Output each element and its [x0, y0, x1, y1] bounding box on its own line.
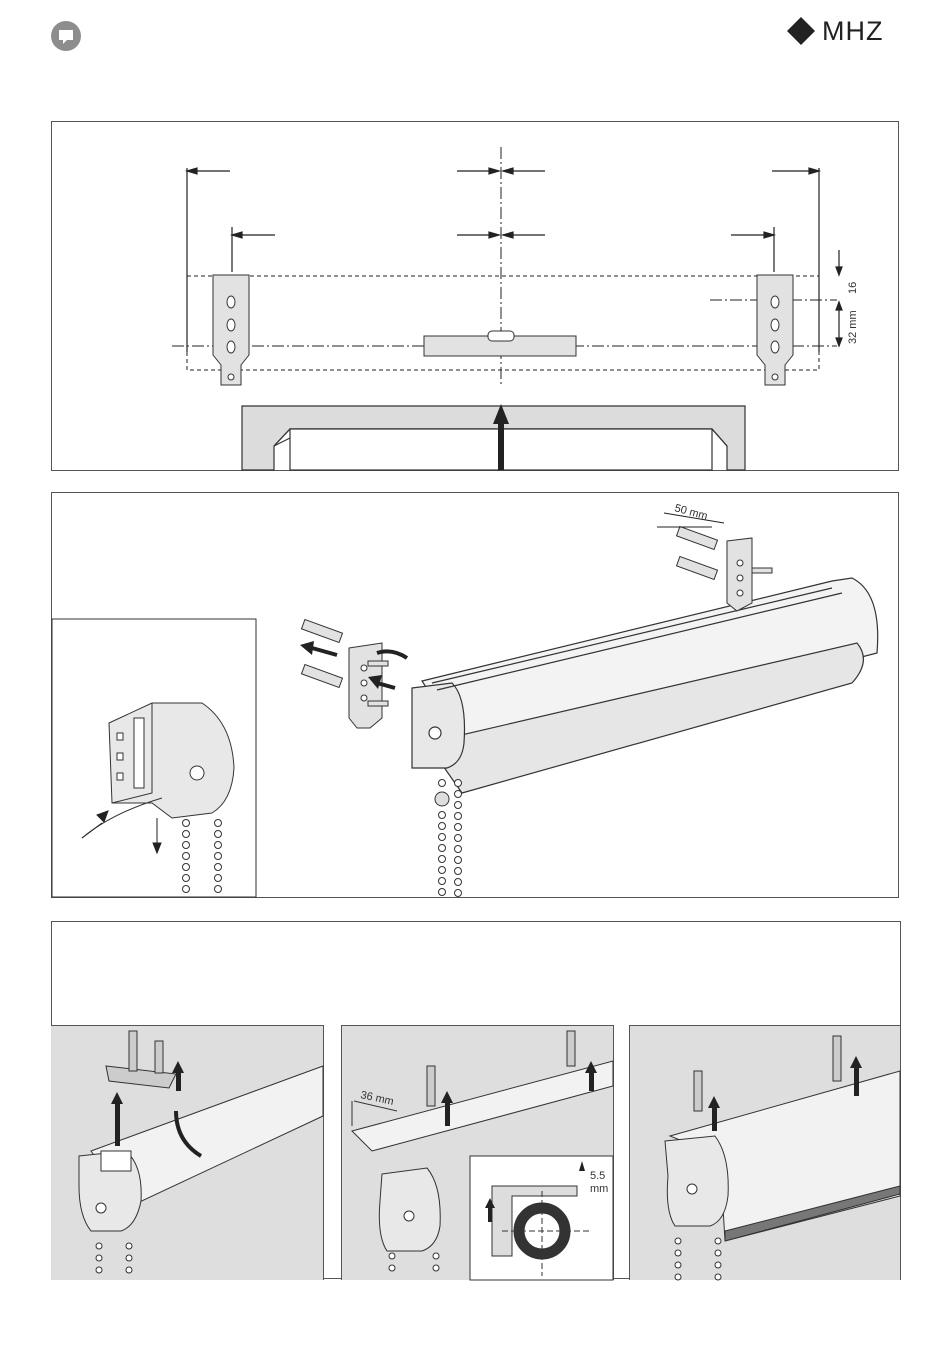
brand-name: MHZ [822, 14, 883, 48]
step3-panel-b: 36 mm 5.5 mm [341, 1025, 614, 1280]
step3-panel-c [629, 1025, 901, 1280]
roller-blind-installation-diagram: 50 mm [52, 493, 898, 897]
left-bracket [213, 275, 249, 385]
dim-spacing-label: 32 mm [847, 310, 859, 344]
step2-panel: 50 mm [51, 492, 899, 898]
spirit-level [424, 331, 576, 356]
bracket-spacing-diagram: 16 32 mm [52, 122, 898, 470]
panel-b-spacing-label: 36 mm [359, 1089, 394, 1108]
panel-b-inset-dim-value: 5.5 [590, 1170, 605, 1182]
step3-panel-a [51, 1025, 324, 1280]
screw-spacing-label: 50 mm [673, 502, 709, 522]
dim-offset-label: 16 [847, 282, 859, 294]
step1-panel: 16 32 mm [51, 121, 899, 471]
right-bracket [757, 275, 793, 385]
panel-b-inset-dim-unit: mm [590, 1183, 608, 1195]
brand-logo: MHZ [786, 14, 906, 48]
speech-bubble-icon [51, 21, 81, 51]
diamond-icon [786, 14, 820, 48]
window-frame [242, 406, 745, 470]
